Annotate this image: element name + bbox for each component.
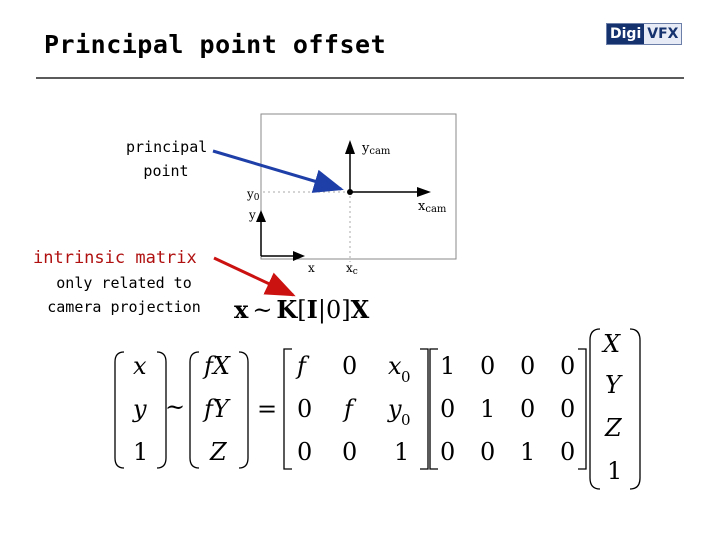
P-r1c0: 0 bbox=[440, 395, 455, 423]
xc-label: xc bbox=[346, 261, 358, 277]
P-r0c0: 1 bbox=[440, 352, 455, 380]
lhs-left-paren bbox=[114, 351, 125, 469]
image-x-label: x bbox=[308, 261, 315, 275]
K-r2c2: 1 bbox=[394, 438, 409, 466]
K-left-bracket bbox=[283, 348, 292, 470]
lhs-right-paren bbox=[156, 351, 167, 469]
lhs-1: 1 bbox=[133, 438, 148, 466]
K-r1c1: f bbox=[342, 395, 357, 423]
P-r1c3: 0 bbox=[560, 395, 575, 423]
K-right-bracket bbox=[420, 348, 429, 470]
eq1-open-bracket: [ bbox=[297, 296, 307, 324]
intrinsic-matrix-label: intrinsic matrix bbox=[33, 248, 197, 268]
eq1-bar: | bbox=[317, 296, 326, 324]
P-r1c1: 1 bbox=[480, 395, 495, 423]
world-Y: Y bbox=[605, 371, 623, 399]
P-r0c2: 0 bbox=[520, 352, 535, 380]
y-cam-label: ycam bbox=[361, 141, 391, 157]
world-right-paren bbox=[629, 328, 641, 490]
mid-right-paren bbox=[238, 351, 249, 469]
P-r0c3: 0 bbox=[560, 352, 575, 380]
P-left-bracket bbox=[429, 348, 438, 470]
principal-point-line1: principal bbox=[126, 138, 208, 156]
K-r1c2: y bbox=[387, 395, 402, 423]
P-r2c2: 1 bbox=[520, 438, 535, 466]
P-right-bracket bbox=[578, 348, 587, 470]
logo-part-digi: Digi bbox=[607, 24, 645, 44]
P-r0c1: 0 bbox=[480, 352, 495, 380]
mid-Z: Z bbox=[209, 438, 228, 466]
eq1-K: K bbox=[276, 295, 298, 324]
x-cam-label: xcam bbox=[418, 199, 447, 215]
P-r2c1: 0 bbox=[480, 438, 495, 466]
lhs-y: y bbox=[132, 395, 147, 423]
world-X: X bbox=[601, 330, 621, 358]
principal-point-arrow bbox=[212, 149, 344, 193]
principal-point-label: principal point bbox=[126, 135, 208, 183]
eq1-zero: 0 bbox=[325, 296, 342, 324]
K-r0c0: f bbox=[295, 352, 310, 380]
K-r2c1: 0 bbox=[342, 438, 357, 466]
logo-part-vfx: VFX bbox=[644, 24, 682, 44]
world-left-paren bbox=[589, 328, 601, 490]
image-y-arrowhead bbox=[256, 210, 266, 222]
image-x-arrowhead bbox=[293, 251, 305, 261]
world-1: 1 bbox=[607, 457, 622, 485]
K-r0c1: 0 bbox=[342, 352, 357, 380]
K-y0-subscript: 0 bbox=[401, 411, 411, 429]
lhs-x: x bbox=[133, 352, 147, 380]
tilde-sign: ~ bbox=[165, 393, 185, 421]
K-x0-subscript: 0 bbox=[401, 368, 411, 386]
K-r1c0: 0 bbox=[297, 395, 312, 423]
intrinsic-matrix-arrow bbox=[213, 256, 296, 297]
digivfx-logo: Digi VFX bbox=[606, 23, 682, 45]
K-r2c0: 0 bbox=[297, 438, 312, 466]
cam-y-arrowhead bbox=[345, 140, 355, 154]
compact-equation: x~K[I|0]X bbox=[234, 295, 369, 324]
cam-x-arrowhead bbox=[417, 187, 431, 197]
principal-point-line2: point bbox=[143, 162, 189, 180]
eq1-close-bracket: ] bbox=[341, 296, 351, 324]
mid-left-paren bbox=[189, 351, 200, 469]
title-underline bbox=[36, 77, 684, 79]
P-r1c2: 0 bbox=[520, 395, 535, 423]
only-related-line2: camera projection bbox=[47, 298, 201, 316]
eq1-x: x bbox=[234, 295, 249, 324]
only-related-line1: only related to bbox=[56, 274, 192, 292]
slide-title: Principal point offset bbox=[44, 30, 387, 59]
eq1-tilde: ~ bbox=[252, 296, 273, 324]
image-plane-frame bbox=[260, 113, 457, 260]
only-related-label: only related to camera projection bbox=[36, 271, 212, 319]
principal-point-dot bbox=[347, 189, 353, 195]
y0-label: y0 bbox=[246, 187, 260, 203]
eq1-X: X bbox=[350, 295, 370, 324]
world-Z: Z bbox=[604, 414, 623, 442]
eq1-I: I bbox=[306, 295, 318, 324]
P-r2c0: 0 bbox=[440, 438, 455, 466]
image-y-label: y bbox=[248, 208, 256, 222]
equals-sign: = bbox=[257, 395, 277, 423]
K-r0c2: x bbox=[388, 352, 402, 380]
P-r2c3: 0 bbox=[560, 438, 575, 466]
mid-fX: fX bbox=[202, 352, 231, 380]
mid-fY: fY bbox=[202, 395, 231, 423]
